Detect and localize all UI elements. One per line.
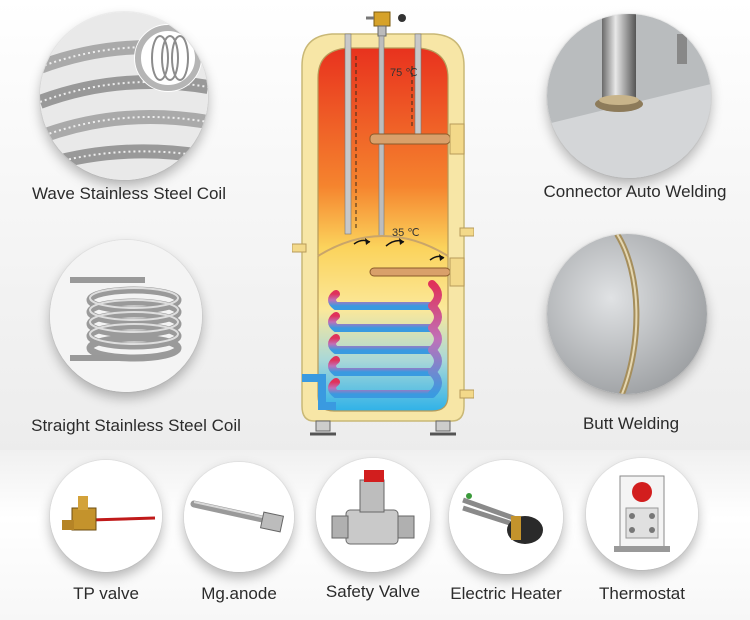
thermostat-label: Thermostat	[599, 584, 685, 603]
electric-heater-image	[449, 460, 563, 574]
safety-valve-label: Safety Valve	[325, 582, 421, 601]
connector-welding-label: Connector Auto Welding	[543, 182, 727, 201]
butt-welding-image	[547, 234, 707, 394]
mg-anode-label: Mg.anode	[201, 584, 277, 603]
tp-valve-image	[50, 460, 162, 572]
straight-coil-label: Straight Stainless Steel Coil	[31, 416, 241, 435]
tp-valve-label: TP valve	[73, 584, 139, 603]
butt-welding-label: Butt Welding	[582, 414, 680, 433]
temperature-top-label: 75 ℃	[390, 67, 418, 79]
wave-coil-image	[40, 12, 208, 180]
connector-welding-image	[547, 14, 711, 178]
safety-valve-image	[316, 458, 430, 572]
thermostat-image	[586, 458, 698, 570]
mg-anode-image	[184, 462, 294, 572]
electric-heater-label: Electric Heater	[450, 584, 562, 603]
temperature-mid-label: 35 ℃	[392, 227, 420, 239]
straight-coil-image	[50, 240, 202, 392]
wave-coil-label: Wave Stainless Steel Coil	[31, 184, 226, 203]
water-tank-diagram: 75 ℃ 35 ℃	[292, 6, 474, 446]
